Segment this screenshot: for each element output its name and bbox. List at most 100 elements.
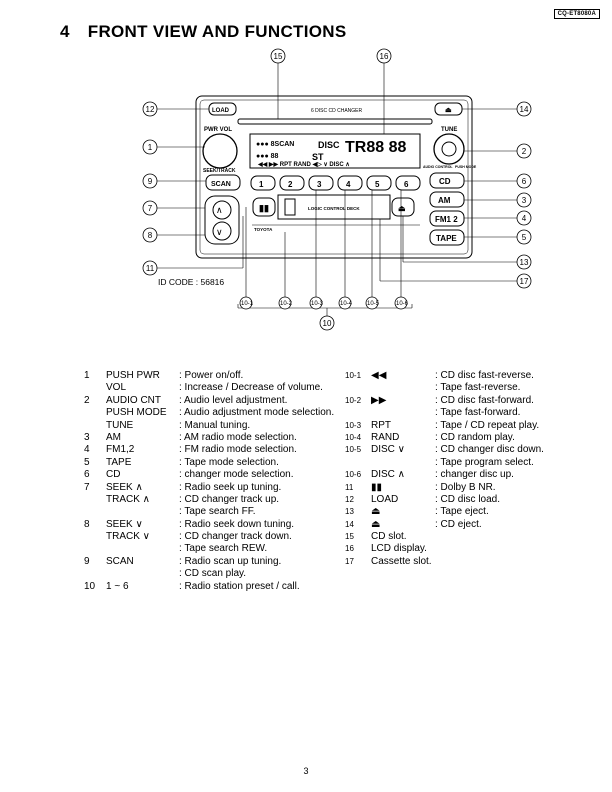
callout-number: 10-1 xyxy=(345,371,362,380)
control-name: PUSH PWR xyxy=(106,370,160,381)
function-row: 15 CD slot. xyxy=(345,531,544,543)
control-name xyxy=(371,382,435,394)
function-description: : Radio seek up tuning. xyxy=(179,481,282,493)
function-row: : Tape program select. xyxy=(345,457,544,469)
callout-number: 15 xyxy=(345,532,354,542)
callout-number: 8 xyxy=(84,518,90,530)
function-description: : Audio adjustment mode selection. xyxy=(179,407,335,419)
control-name xyxy=(106,543,179,555)
callout-10-1: 10-1 xyxy=(241,301,254,307)
function-description: : Increase / Decrease of volume. xyxy=(179,382,323,394)
tune-label: TUNE xyxy=(441,127,457,133)
callout-14: 14 xyxy=(520,105,529,114)
function-row: : Tape fast-reverse. xyxy=(345,382,544,394)
preset-2: 2 xyxy=(288,180,293,189)
callout-number xyxy=(84,543,106,555)
control-name: SEEK ∨ xyxy=(106,518,143,530)
am-button-label: AM xyxy=(438,196,451,205)
callout-number: 13 xyxy=(345,507,354,517)
callout-number: 1 xyxy=(84,370,90,381)
scan-label: SCAN xyxy=(211,181,231,188)
control-name: Cassette slot. xyxy=(371,555,432,567)
function-row: : Tape search FF. xyxy=(84,506,334,518)
function-description: : CD changer disc down. xyxy=(435,444,544,456)
callout-number xyxy=(84,506,106,518)
tune-knob xyxy=(433,133,465,165)
volume-knob xyxy=(202,133,238,169)
callout-number: 5 xyxy=(84,456,90,468)
control-name: ▮▮ xyxy=(371,481,383,493)
callout-number: 11 xyxy=(345,482,354,492)
function-row: : CD scan play. xyxy=(84,568,334,580)
callout-number: 10-3 xyxy=(345,420,362,430)
callout-number: 2 xyxy=(84,394,90,406)
function-description: : Radio station preset / call. xyxy=(179,580,300,592)
function-description: : Tape search REW. xyxy=(179,543,268,555)
dolby-button xyxy=(252,197,276,217)
function-row: 10 1 ~ 6 : Radio station preset / call. xyxy=(84,581,334,593)
function-description: : CD changer track down. xyxy=(179,531,292,543)
function-row: 1 PUSH PWR : Power on/off. xyxy=(84,370,334,382)
callout-number xyxy=(84,568,106,580)
callout-10: 10 xyxy=(323,319,332,328)
function-description: : Radio seek down tuning. xyxy=(179,518,295,530)
control-name xyxy=(371,407,435,419)
callout-10-6: 10-6 xyxy=(396,301,409,307)
callout-number xyxy=(345,457,371,469)
function-row: : Tape fast-forward. xyxy=(345,407,544,419)
dolby-symbol: ▮▮ xyxy=(259,203,269,213)
callout-4: 4 xyxy=(522,214,527,223)
control-name: ▶▶ xyxy=(371,394,387,406)
function-description: : changer mode selection. xyxy=(179,469,294,481)
brand-label: TOYOTA xyxy=(254,227,273,232)
svg-text:◀◀ ▶▶ RPT RAND ◀▷ ∨ DISC: ◀◀ ▶▶ RPT RAND ◀▷ ∨ DISC ∧ xyxy=(257,161,350,168)
callout-number: 7 xyxy=(84,481,90,493)
function-description: : CD disc load. xyxy=(435,493,501,505)
callout-number: 10 xyxy=(84,580,96,592)
function-list-right: 10-1◀◀: CD disc fast-reverse.: Tape fast… xyxy=(345,370,544,568)
function-row: PUSH MODE: Audio adjustment mode selecti… xyxy=(84,407,334,419)
callout-number xyxy=(345,407,371,419)
seek-up-symbol: ∧ xyxy=(216,205,223,215)
callout-10-2: 10-2 xyxy=(280,301,293,307)
audio-control-label: AUDIO CONTROL xyxy=(423,165,453,169)
control-name: RAND xyxy=(371,431,400,443)
callout-number: 6 xyxy=(84,469,90,481)
callout-12: 12 xyxy=(146,105,155,114)
callout-16: 16 xyxy=(380,52,389,61)
callout-number: 10-5 xyxy=(345,445,362,455)
callout-number: 16 xyxy=(345,544,354,554)
preset-3: 3 xyxy=(317,180,322,189)
callout-1: 1 xyxy=(148,143,153,152)
front-panel-diagram: ●●● 8SCAN ●●● 88 DISC ST TR88 88 ◀◀ ▶▶ R… xyxy=(142,48,532,331)
function-row: : Tape search REW. xyxy=(84,543,334,555)
function-row: 13⏏: Tape eject. xyxy=(345,506,544,518)
control-name xyxy=(371,457,435,469)
function-row: 10-2▶▶: CD disc fast-forward. xyxy=(345,395,544,407)
callout-2: 2 xyxy=(522,147,527,156)
callout-number xyxy=(84,494,106,506)
model-number-box: CQ-ET8080A xyxy=(553,9,600,19)
cd-slot xyxy=(237,118,433,125)
callout-11: 11 xyxy=(146,264,155,273)
tape-eject-symbol: ⏏ xyxy=(398,204,406,213)
callout-number xyxy=(84,407,106,419)
function-row: TUNE: Manual tuning. xyxy=(84,420,334,432)
control-name: 1 ~ 6 xyxy=(106,580,129,592)
callout-17: 17 xyxy=(520,277,529,286)
function-description: : Power on/off. xyxy=(179,370,244,381)
svg-text:DISC: DISC xyxy=(318,140,340,150)
function-description: : Tape search FF. xyxy=(179,506,256,518)
control-name: FM1,2 xyxy=(106,444,135,456)
control-name: CD slot. xyxy=(371,531,407,543)
function-description: : changer disc up. xyxy=(435,469,514,481)
function-row: TRACK ∨: CD changer track down. xyxy=(84,531,334,543)
control-name: SEEK ∧ xyxy=(106,481,143,493)
